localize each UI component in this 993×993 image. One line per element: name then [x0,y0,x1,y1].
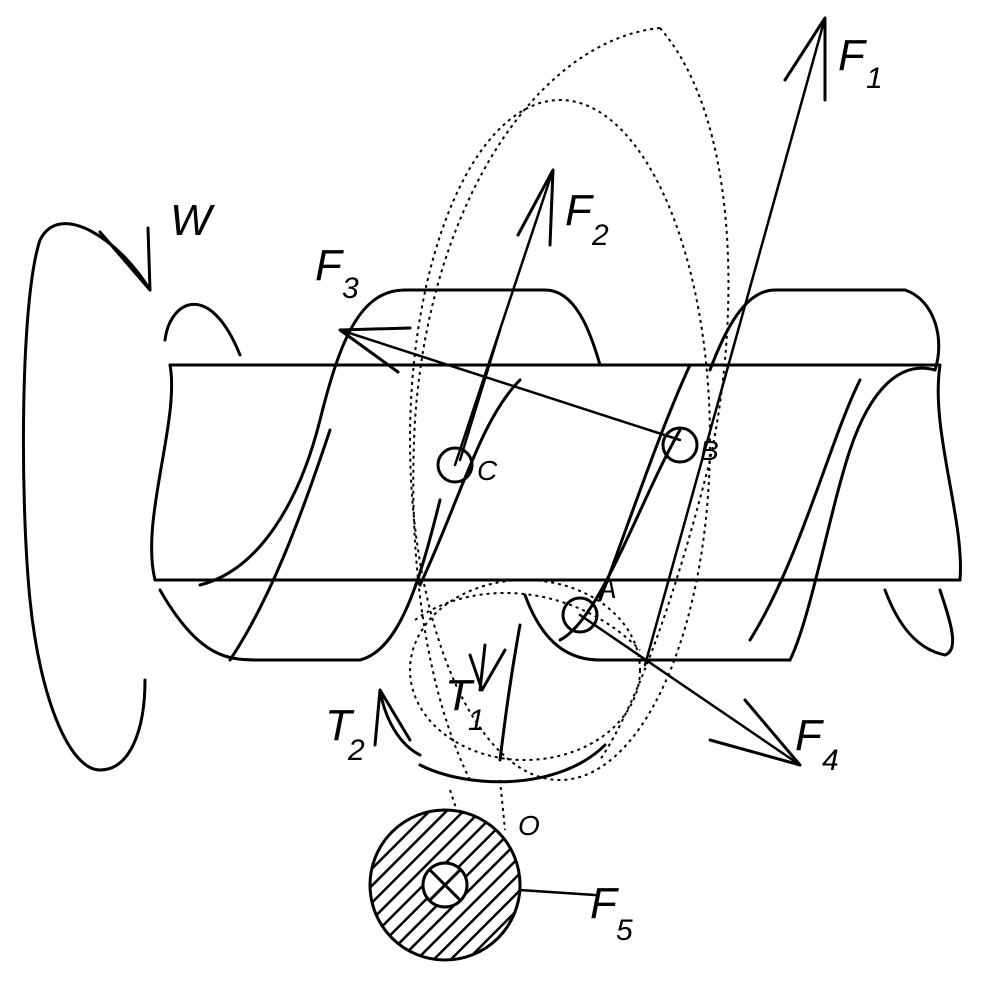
t2-arrow [373,688,422,757]
label-f1-sub: 1 [866,62,883,95]
f3-arrowhead [338,326,412,374]
label-f3: F [315,241,344,290]
label-f5: F [590,879,619,928]
f2-arrowhead [516,168,555,247]
label-b: B [700,435,719,466]
label-f5-sub: 5 [616,914,633,947]
label-o: O [518,810,540,841]
torque-arrows [373,623,607,784]
t1-arrow [468,623,522,762]
point-c [436,446,474,484]
label-t2-sub: 2 [347,734,365,767]
label-t1-sub: 1 [468,704,485,737]
label-f2: F [565,186,594,235]
label-f2-sub: 2 [591,219,609,252]
rotation-arrow-w [21,222,152,772]
label-t2: T [325,701,355,750]
screw-flights [158,288,941,662]
label-f1: F [838,31,867,80]
label-w: W [170,196,215,245]
label-t1: T [445,671,475,720]
shaft-body [150,363,962,657]
cross-section [368,808,522,962]
f4-arrowhead [708,698,802,767]
construction-ellipses [409,27,730,831]
label-f4: F [795,711,824,760]
f1-arrow-line [643,16,827,667]
f4-arrow-line [578,613,802,767]
points [436,426,699,634]
labels: W F 1 F 2 F 3 F 4 F 5 T 1 T 2 C B A O [170,31,883,947]
point-a [561,596,599,634]
label-f3-sub: 3 [342,272,359,305]
label-a: A [596,573,617,604]
f3-arrow-line [338,328,682,442]
label-c: C [477,455,498,486]
f2-arrow-line [453,168,555,467]
f1-arrowhead [783,16,827,102]
label-f4-sub: 4 [822,744,839,777]
point-b [661,426,699,464]
